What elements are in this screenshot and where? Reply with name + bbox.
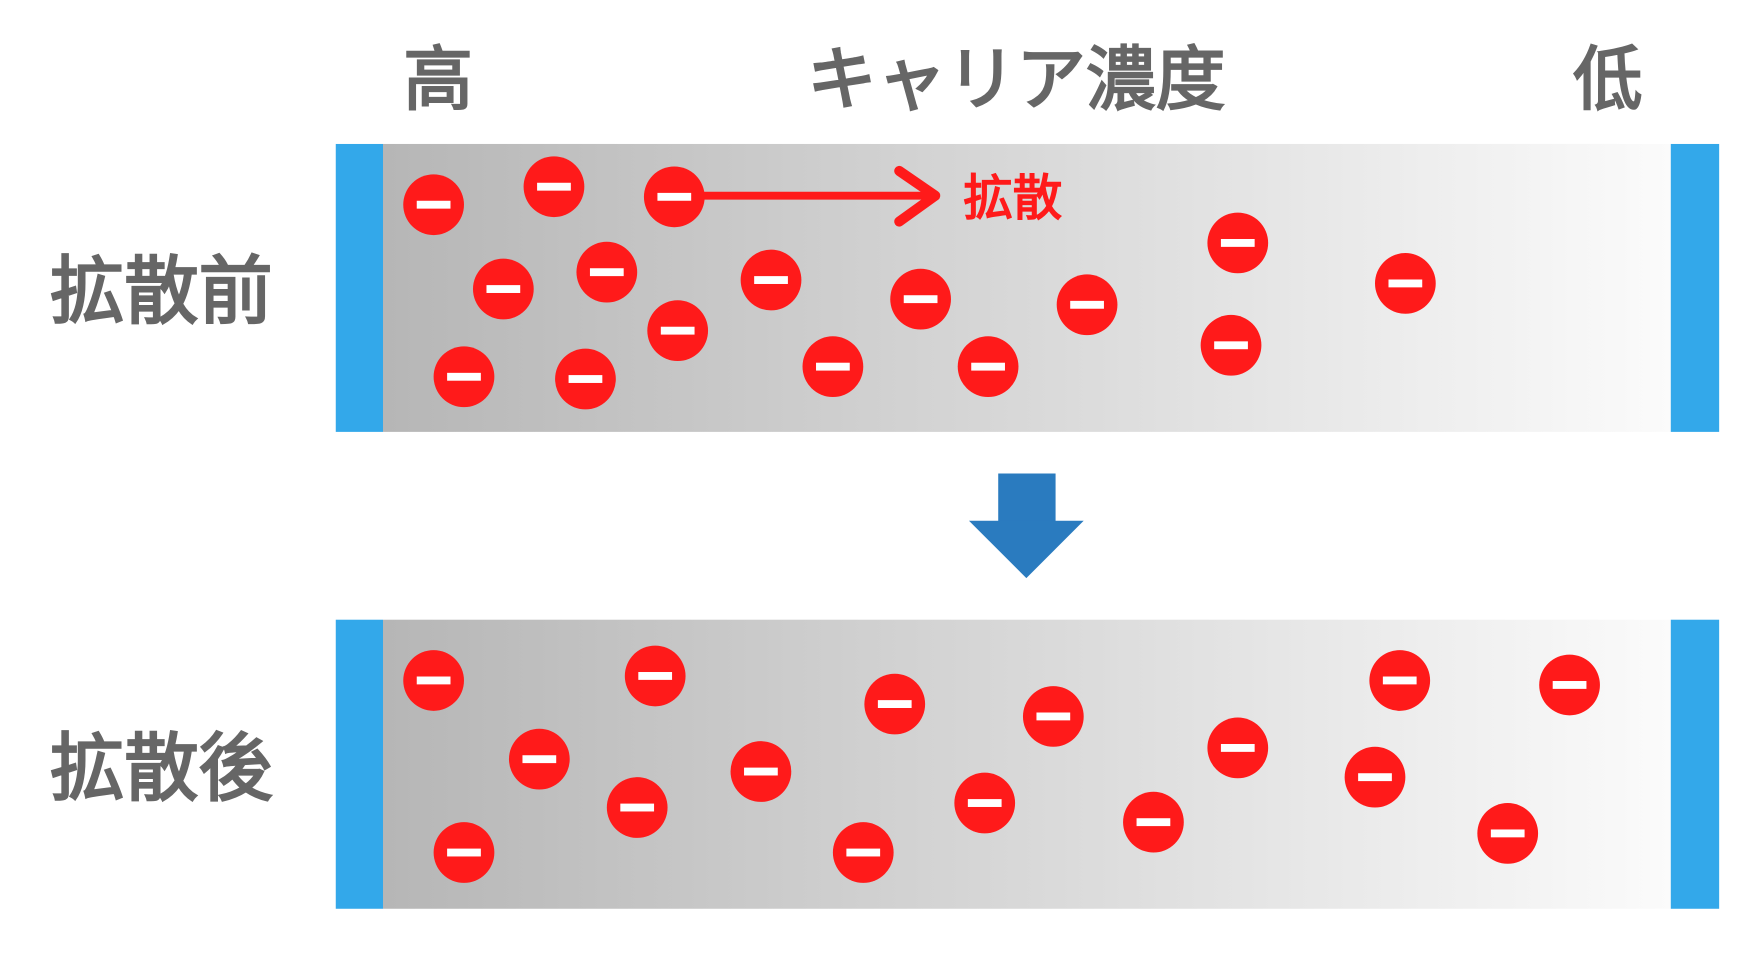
electron-carrier — [403, 650, 464, 711]
electron-carrier — [472, 258, 534, 320]
electron-carrier — [624, 645, 686, 707]
electron-carrier — [1374, 253, 1436, 314]
minus-icon — [1220, 743, 1255, 752]
electron-carrier — [433, 346, 495, 408]
minus-icon — [971, 362, 1005, 371]
electron-carrier — [802, 336, 864, 398]
electron-carrier — [832, 822, 894, 883]
minus-icon — [754, 276, 788, 284]
left-electrode — [335, 143, 384, 432]
minus-icon — [1382, 676, 1417, 685]
electron-carrier — [555, 348, 616, 410]
minus-icon — [877, 700, 912, 709]
electron-carrier — [864, 673, 926, 735]
label-low: 低 — [1573, 39, 1643, 120]
electron-carrier — [1539, 654, 1600, 716]
electron-carrier — [643, 166, 705, 228]
minus-icon — [1036, 712, 1071, 721]
electron-carrier — [1344, 746, 1406, 808]
minus-icon — [967, 799, 1002, 807]
electron-carrier — [1207, 717, 1269, 779]
electron-carrier — [957, 336, 1019, 398]
minus-icon — [1070, 300, 1104, 309]
minus-icon — [744, 767, 778, 776]
diffusion-arrow — [699, 165, 941, 227]
right-electrode — [1670, 143, 1720, 432]
electron-carrier — [1123, 791, 1184, 853]
minus-icon — [522, 755, 557, 764]
electron-carrier — [647, 300, 709, 362]
electron-carrier — [403, 174, 464, 236]
diffusion-label: 拡散 — [963, 169, 1062, 227]
minus-icon — [537, 182, 571, 191]
minus-icon — [1214, 341, 1248, 350]
left-electrode — [335, 619, 384, 909]
panel-after — [335, 619, 1720, 909]
minus-icon — [568, 375, 603, 383]
label-after-diffusion: 拡散後 — [50, 725, 273, 812]
electron-carrier — [890, 268, 951, 330]
minus-icon — [660, 326, 695, 335]
minus-icon — [447, 372, 481, 381]
minus-icon — [903, 295, 938, 304]
minus-icon — [1552, 681, 1587, 689]
minus-icon — [1490, 829, 1525, 838]
electron-carrier — [1056, 274, 1118, 336]
label-before-diffusion: 拡散前 — [50, 248, 273, 335]
minus-icon — [589, 268, 624, 277]
electron-carrier — [1207, 212, 1269, 274]
minus-icon — [816, 362, 850, 371]
down-arrow-icon — [968, 473, 1084, 579]
minus-icon — [416, 200, 451, 209]
electron-carrier — [1369, 650, 1431, 711]
label-carrier-concentration: キャリア濃度 — [807, 39, 1226, 120]
electron-carrier — [433, 822, 495, 883]
minus-icon — [1388, 279, 1423, 288]
minus-icon — [447, 848, 481, 857]
minus-icon — [1220, 239, 1255, 247]
minus-icon — [620, 803, 655, 812]
label-high: 高 — [403, 39, 473, 120]
electron-carrier — [1200, 314, 1262, 376]
electron-carrier — [523, 156, 585, 218]
electron-carrier — [1022, 686, 1084, 747]
minus-icon — [638, 672, 673, 680]
minus-icon — [416, 676, 451, 685]
minus-icon — [846, 848, 881, 857]
electron-carrier — [740, 249, 802, 311]
electron-carrier — [606, 777, 668, 838]
minus-icon — [657, 192, 692, 201]
electron-carrier — [1477, 803, 1539, 864]
minus-icon — [486, 285, 521, 293]
electron-carrier — [954, 772, 1016, 834]
minus-icon — [1136, 818, 1171, 827]
panel-before: 拡散 — [335, 143, 1720, 432]
minus-icon — [1358, 773, 1392, 782]
right-electrode — [1670, 619, 1720, 909]
electron-carrier — [730, 741, 792, 802]
electron-carrier — [508, 728, 570, 790]
electron-carrier — [576, 241, 638, 303]
